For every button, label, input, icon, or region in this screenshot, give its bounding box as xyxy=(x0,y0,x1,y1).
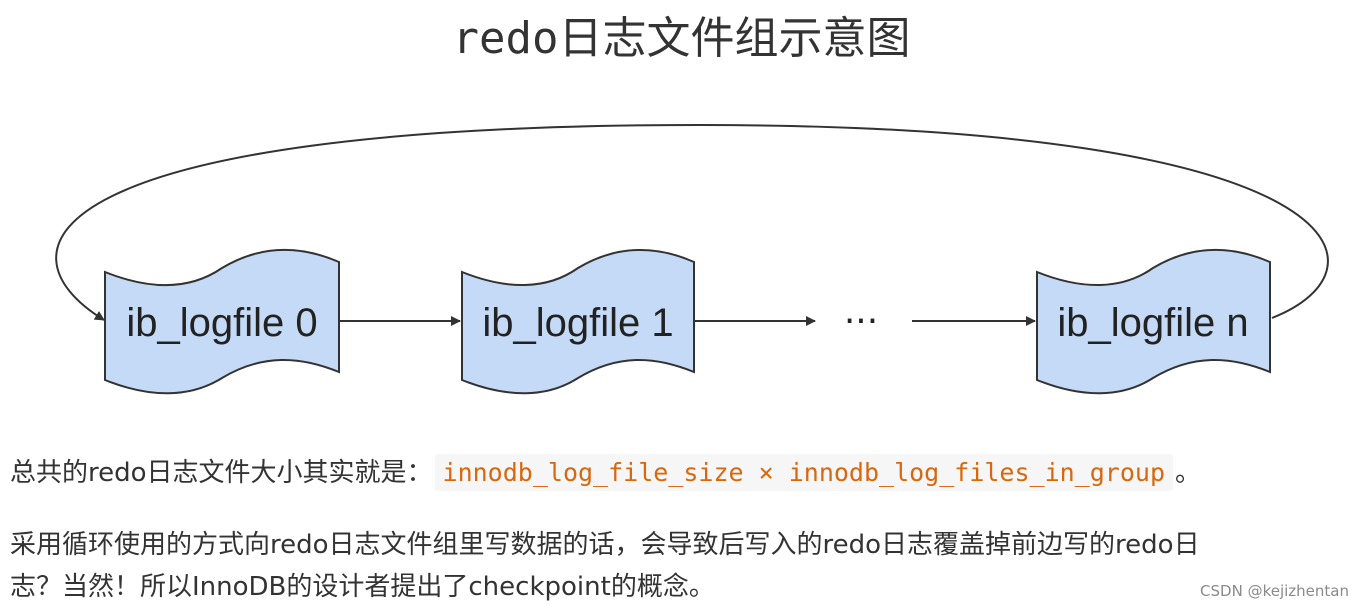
diagram-title: redo日志文件组示意图 xyxy=(452,13,911,64)
size-paragraph: 总共的redo日志文件大小其实就是：innodb_log_file_size ×… xyxy=(10,452,1201,491)
log-file-label-1: ib_logfile 1 xyxy=(482,301,673,345)
size-text: 总共的redo日志文件大小其实就是： xyxy=(10,458,433,488)
checkpoint-paragraph: 采用循环使用的方式向redo日志文件组里写数据的话，会导致后写入的redo日志覆… xyxy=(10,524,1350,608)
loop-back-arrow xyxy=(55,123,1329,321)
log-file-node-n: ib_logfile n xyxy=(1036,249,1271,395)
checkpoint-line-1: 采用循环使用的方式向redo日志文件组里写数据的话，会导致后写入的redo日志覆… xyxy=(10,530,1200,560)
watermark: CSDN @kejizhentan xyxy=(1200,582,1349,600)
log-file-label-0: ib_logfile 0 xyxy=(126,301,317,345)
size-formula-code: innodb_log_file_size × innodb_log_files_… xyxy=(434,454,1173,491)
size-suffix: 。 xyxy=(1175,458,1202,488)
ellipsis-text: ··· xyxy=(844,301,878,342)
log-file-node-0: ib_logfile 0 xyxy=(104,249,340,395)
redo-log-diagram: ib_logfile 0 ib_logfile 1 ib_logfile n ·… xyxy=(55,123,1329,395)
log-file-label-n: ib_logfile n xyxy=(1057,301,1248,345)
checkpoint-line-2: 志？当然！所以InnoDB的设计者提出了checkpoint的概念。 xyxy=(10,572,715,602)
log-file-node-1: ib_logfile 1 xyxy=(461,249,695,395)
